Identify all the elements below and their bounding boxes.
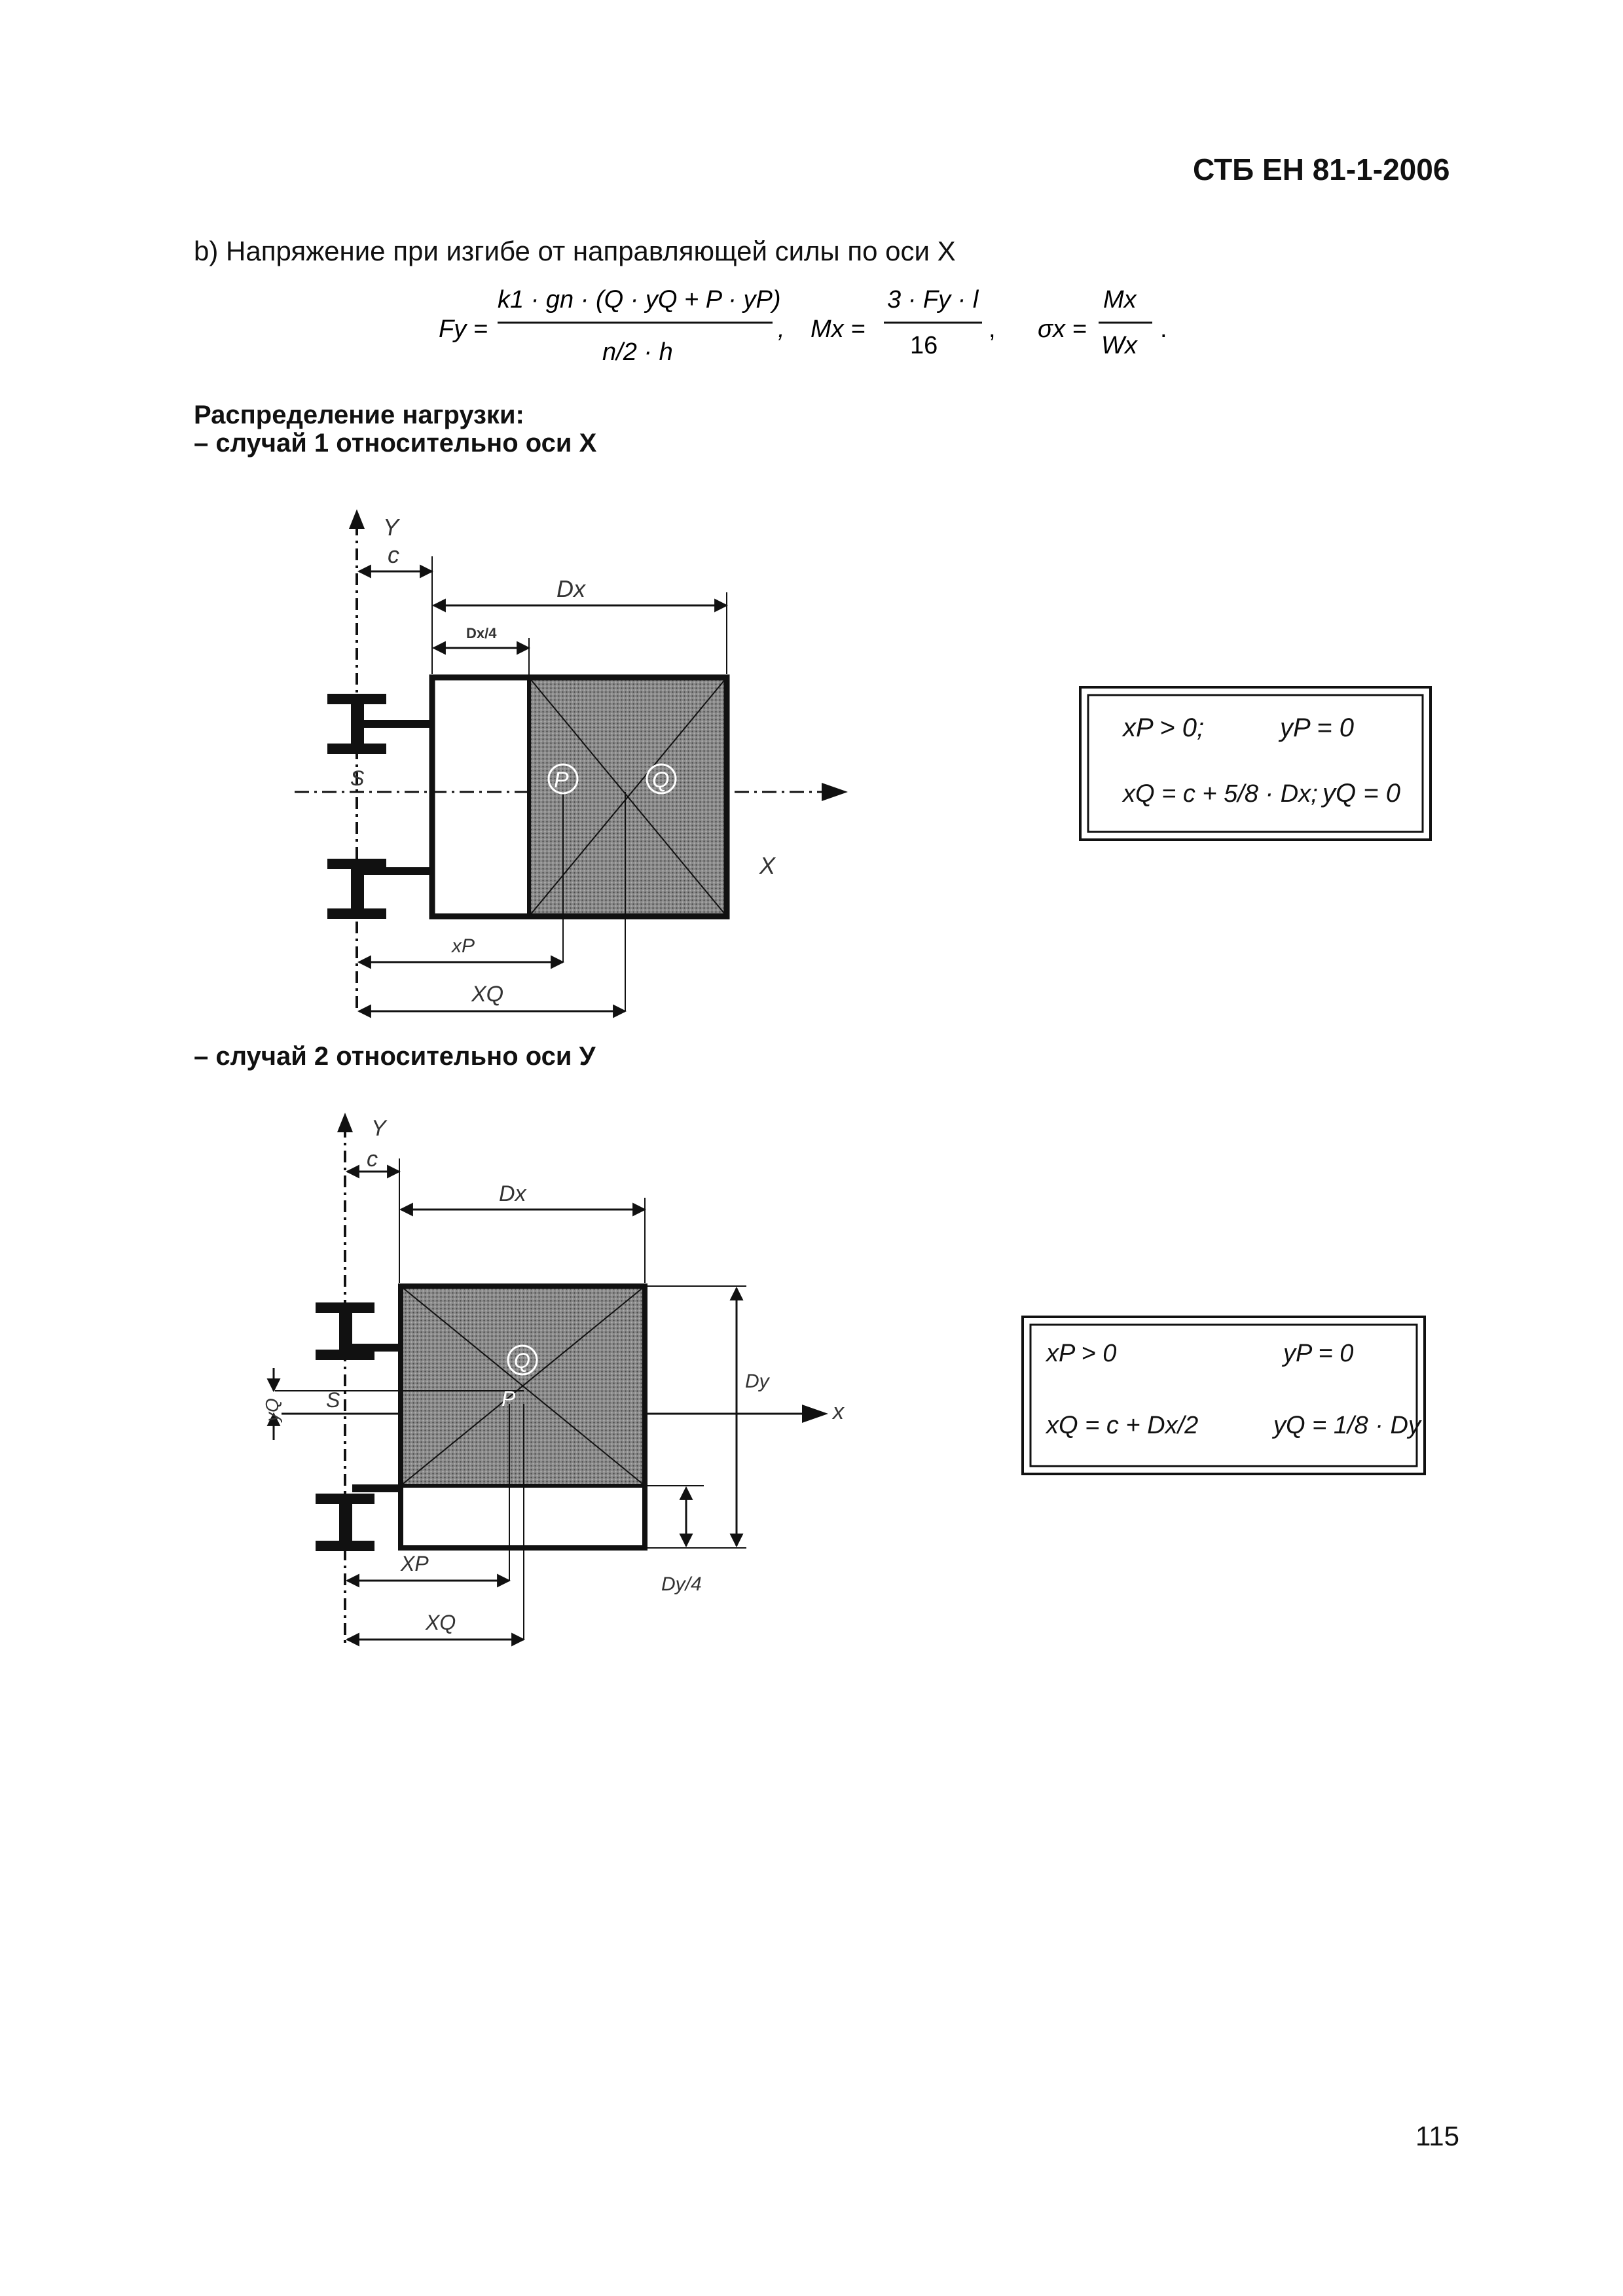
d1-label-x: X xyxy=(759,852,776,879)
diagram-case2 xyxy=(266,1113,828,1647)
guide-rail-top-icon-2 xyxy=(316,1302,401,1360)
formula-mx: Mx = 3 · Fy · l 16 , xyxy=(811,286,996,359)
y-axis-arrow-icon-2 xyxy=(337,1113,353,1132)
load-distribution-heading: Распределение нагрузки: xyxy=(194,401,524,429)
d2-formula-yp: yP = 0 xyxy=(1281,1340,1353,1367)
standard-code: СТБ ЕН 81-1-2006 xyxy=(1193,152,1450,187)
d1-label-y: Y xyxy=(383,514,401,541)
formula-sigma-lhs: σx = xyxy=(1038,315,1087,343)
formula-mx-denominator: 16 xyxy=(910,332,938,359)
d1-label-xp: xP xyxy=(450,935,475,957)
d2-label-q: Q xyxy=(514,1349,530,1372)
section-b-title: b) Напряжение при изгибе от направляющей… xyxy=(194,236,956,266)
d2-label-s: S xyxy=(326,1388,340,1412)
d1-formula-yq: yQ = 0 xyxy=(1321,779,1400,808)
d1-label-xq: XQ xyxy=(471,982,503,1007)
formula-sigma-numerator: Mx xyxy=(1103,286,1138,314)
d1-label-c: c xyxy=(388,541,399,568)
d2-label-xq: XQ xyxy=(425,1611,456,1634)
svg-text:,: , xyxy=(778,315,785,343)
formula-sigma: σx = Mx Wx . xyxy=(1038,286,1167,359)
formula-fy-numerator: k1 · gn · (Q · yQ + P · yP) xyxy=(498,286,781,314)
formula-fy-denominator: n/2 · h xyxy=(602,338,673,366)
d1-formula-xq: xQ = c + 5/8 · Dx; xyxy=(1122,780,1318,808)
bending-stress-formulas: Fy = k1 · gn · (Q · yQ + P · yP) n/2 · h… xyxy=(439,286,1167,366)
d2-label-p: P xyxy=(501,1387,516,1410)
d1-label-dx: Dx xyxy=(556,575,587,602)
x-axis-arrow-icon-2 xyxy=(802,1405,828,1423)
formula-fy-lhs: Fy = xyxy=(439,315,488,343)
d1-label-dx4: Dx/4 xyxy=(466,625,497,641)
guide-rail-bottom-icon xyxy=(327,859,432,919)
guide-rail-top-icon xyxy=(327,694,432,754)
guide-rail-bottom-icon-2 xyxy=(316,1484,401,1551)
d1-formula-yp: yP = 0 xyxy=(1278,713,1354,742)
formula-mx-numerator: 3 · Fy · l xyxy=(887,286,979,314)
y-axis-arrow-icon xyxy=(349,509,365,529)
d2-label-x: x xyxy=(831,1399,845,1424)
d1-formula-xp: xP > 0; xyxy=(1122,713,1204,742)
d2-label-yq: yQ xyxy=(262,1398,282,1423)
d1-label-p: P xyxy=(554,768,569,793)
formula-sigma-denominator: Wx xyxy=(1101,332,1139,359)
d2-label-dy4: Dy/4 xyxy=(661,1573,702,1595)
d2-label-y: Y xyxy=(371,1116,388,1141)
d2-formula-xq: xQ = c + Dx/2 xyxy=(1045,1412,1198,1439)
page-number: 115 xyxy=(1415,2121,1459,2151)
formula-mx-lhs: Mx = xyxy=(811,315,865,343)
x-axis-arrow-icon xyxy=(822,783,848,801)
d2-label-dy: Dy xyxy=(745,1371,771,1392)
d1-formula-box: xP > 0; yP = 0 xQ = c + 5/8 · Dx; yQ = 0 xyxy=(1079,686,1432,841)
d1-label-s: S xyxy=(350,766,364,790)
diagram-case1 xyxy=(295,509,848,1018)
d1-label-q: Q xyxy=(652,768,669,793)
d2-label-xp: XP xyxy=(400,1552,429,1575)
d2-label-c: c xyxy=(367,1147,378,1172)
svg-text:Fy =: Fy = xyxy=(439,315,488,343)
d2-formula-yq: yQ = 1/8 · Dy xyxy=(1271,1412,1422,1439)
formula-fy: Fy = k1 · gn · (Q · yQ + P · yP) n/2 · h… xyxy=(439,286,785,366)
case2-heading: – случай 2 относительно оси У xyxy=(194,1042,596,1071)
d2-formula-xp: xP > 0 xyxy=(1045,1340,1116,1367)
case1-heading: – случай 1 относительно оси X xyxy=(194,429,597,457)
svg-text:.: . xyxy=(1160,315,1167,343)
svg-text:,: , xyxy=(989,315,996,343)
d2-label-dx: Dx xyxy=(499,1181,527,1206)
d2-formula-box: xP > 0 yP = 0 xQ = c + Dx/2 yQ = 1/8 · D… xyxy=(1021,1316,1426,1475)
